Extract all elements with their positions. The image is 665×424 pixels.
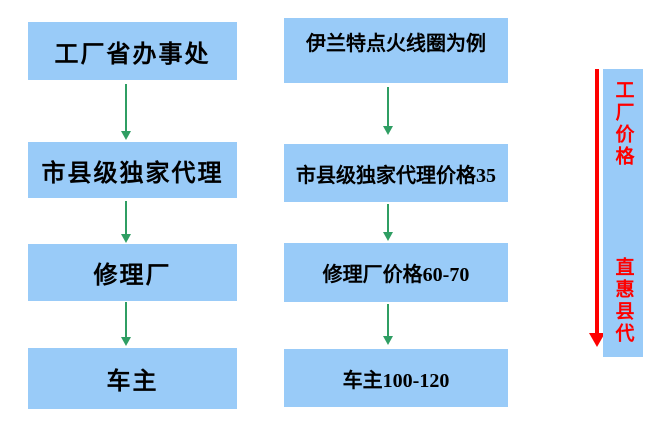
down-arrow-icon bbox=[382, 87, 394, 135]
arrow-head bbox=[383, 336, 393, 345]
down-arrow-icon bbox=[120, 84, 132, 140]
arrow-shaft bbox=[125, 201, 127, 234]
flow-box-label: 伊兰特点火线圈为例 bbox=[306, 33, 486, 55]
flow-box-label: 修理厂 bbox=[93, 263, 172, 289]
arrow-shaft bbox=[387, 87, 389, 126]
flow-box-label: 车主100-120 bbox=[342, 369, 450, 392]
down-arrow-icon bbox=[120, 302, 132, 346]
red-down-arrow-icon bbox=[589, 333, 605, 347]
arrow-shaft bbox=[387, 204, 389, 232]
arrow-shaft bbox=[125, 302, 127, 337]
arrow-head bbox=[121, 337, 131, 346]
flow-box-factory-provincial-office: 工厂省办事处 bbox=[28, 22, 237, 80]
arrow-shaft bbox=[125, 84, 127, 131]
factory-price-label: 工厂价格 bbox=[612, 80, 634, 168]
flow-box-car-owner: 车主 bbox=[28, 348, 237, 409]
arrow-head bbox=[121, 131, 131, 140]
price-range-sidebar: 工厂价格 直惠县代 bbox=[603, 69, 643, 357]
flow-box-label: 市县级独家代理价格35 bbox=[296, 164, 496, 187]
flow-box-label: 修理厂价格60-70 bbox=[322, 264, 470, 286]
flow-box-label: 工厂省办事处 bbox=[54, 41, 211, 68]
flow-box-label: 市县级独家代理 bbox=[41, 160, 224, 187]
arrow-head bbox=[121, 234, 131, 243]
flow-box-repair-shop: 修理厂 bbox=[28, 244, 237, 301]
arrow-head bbox=[383, 126, 393, 135]
flow-box-car-owner-price: 车主100-120 bbox=[284, 349, 508, 407]
direct-benefit-county-agent-label: 直惠县代 bbox=[612, 257, 634, 345]
down-arrow-icon bbox=[382, 204, 394, 241]
flow-box-agent-price: 市县级独家代理价格35 bbox=[284, 144, 508, 202]
down-arrow-icon bbox=[120, 201, 132, 243]
arrow-shaft bbox=[387, 304, 389, 336]
red-down-arrow-shaft bbox=[595, 69, 599, 334]
flow-box-elantra-ignition-coil-example: 伊兰特点火线圈为例 bbox=[284, 18, 508, 83]
flow-box-repair-shop-price: 修理厂价格60-70 bbox=[284, 243, 508, 302]
flow-box-city-county-exclusive-agent: 市县级独家代理 bbox=[28, 142, 237, 198]
arrow-head bbox=[383, 232, 393, 241]
flow-box-label: 车主 bbox=[106, 369, 159, 395]
down-arrow-icon bbox=[382, 304, 394, 345]
